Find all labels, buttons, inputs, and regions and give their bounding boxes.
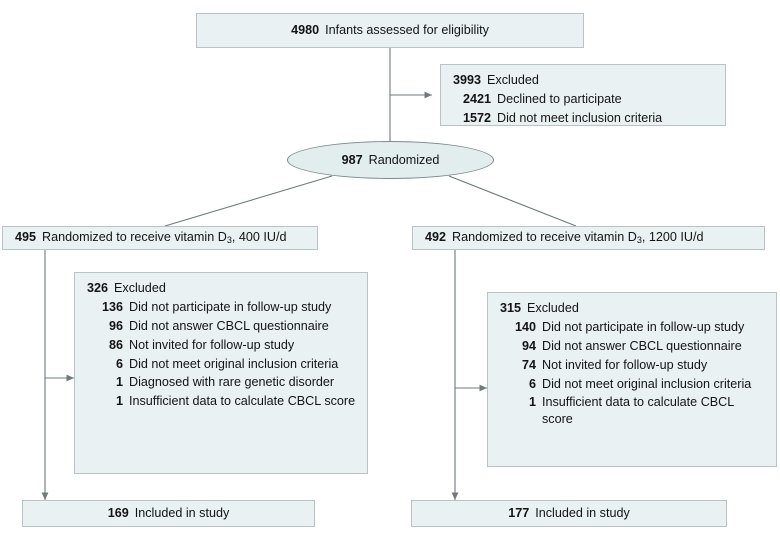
connector-randomized-to-arm2 <box>448 175 577 227</box>
list-item: 136 Did not participate in follow-up stu… <box>87 299 357 316</box>
arm1-allocation-row: 495 Randomized to receive vitamin D3, 40… <box>15 229 286 246</box>
reason-count: 1 <box>528 395 536 410</box>
arm1-excluded-count: 326 <box>87 281 109 295</box>
list-item: 74 Not invited for follow-up study <box>500 357 766 374</box>
list-item: 86 Not invited for follow-up study <box>87 337 357 354</box>
reason-label: Did not participate in follow-up study <box>129 299 332 314</box>
list-item: 1 Insufficient data to calculate CBCL sc… <box>500 394 766 428</box>
reason-label: Insufficient data to calculate CBCL scor… <box>129 394 356 409</box>
enrollment-excluded-reasons: 2421 Declined to participate 1572 Did no… <box>453 91 715 127</box>
arm1-included-count: 169 <box>107 506 129 521</box>
box-assessed-for-eligibility: 4980 Infants assessed for eligibility <box>196 13 584 48</box>
arm2-allocation-row: 492 Randomized to receive vitamin D3, 12… <box>425 229 703 246</box>
enrollment-excluded-head: 3993 Excluded <box>453 72 715 89</box>
assessed-count: 4980 <box>291 23 320 38</box>
arm2-excluded-label: Excluded <box>527 301 579 315</box>
reason-count: 2421 <box>462 91 491 106</box>
reason-label: Did not answer CBCL questionnaire <box>542 338 742 353</box>
reason-label: Declined to participate <box>497 91 622 106</box>
reason-label: Did not participate in follow-up study <box>542 319 745 334</box>
reason-count: 74 <box>521 357 536 372</box>
arm1-allocation-label-post: , 400 IU/d <box>231 230 287 245</box>
list-item: 6 Did not meet original inclusion criter… <box>500 376 766 393</box>
reason-count: 6 <box>115 356 123 371</box>
randomized-count: 987 <box>341 153 363 167</box>
box-enrollment-excluded: 3993 Excluded 2421 Declined to participa… <box>440 64 726 126</box>
reason-label: Insufficient data to calculate CBCL scor… <box>542 395 734 427</box>
reason-count: 96 <box>108 318 123 333</box>
arm2-included-row: 177 Included in study <box>508 505 630 522</box>
arm1-excluded-head: 326 Excluded <box>87 280 357 297</box>
arm2-included-count: 177 <box>508 506 530 521</box>
arm2-allocation-label-post: , 1200 IU/d <box>641 230 704 245</box>
arm2-included-label: Included in study <box>535 506 630 521</box>
reason-count: 94 <box>521 338 536 353</box>
list-item: 96 Did not answer CBCL questionnaire <box>87 318 357 335</box>
box-arm2-allocation: 492 Randomized to receive vitamin D3, 12… <box>412 226 765 250</box>
reason-label: Did not meet original inclusion criteria <box>129 356 339 371</box>
list-item: 1 Diagnosed with rare genetic disorder <box>87 374 357 391</box>
list-item: 94 Did not answer CBCL questionnaire <box>500 338 766 355</box>
reason-count: 1 <box>115 375 123 390</box>
enrollment-excluded-label: Excluded <box>487 73 539 87</box>
enrollment-excluded-count: 3993 <box>453 73 482 87</box>
ellipse-randomized: 987 Randomized <box>287 141 494 179</box>
box-arm1-included: 169 Included in study <box>22 500 315 527</box>
arm1-included-row: 169 Included in study <box>108 505 230 522</box>
list-item: 2421 Declined to participate <box>453 91 715 108</box>
reason-label: Not invited for follow-up study <box>129 337 295 352</box>
arm2-allocation-count: 492 <box>425 230 447 245</box>
randomized-title-row: 987 Randomized <box>342 153 440 167</box>
list-item: 1 Insufficient data to calculate CBCL sc… <box>87 393 357 410</box>
box-arm1-excluded: 326 Excluded 136 Did not participate in … <box>74 272 368 474</box>
arm2-excluded-reasons: 140 Did not participate in follow-up stu… <box>500 319 766 428</box>
reason-label: Did not answer CBCL questionnaire <box>129 318 329 333</box>
reason-count: 6 <box>528 376 536 391</box>
list-item: 1572 Did not meet inclusion criteria <box>453 110 715 127</box>
reason-count: 140 <box>514 319 536 334</box>
reason-count: 136 <box>101 299 123 314</box>
reason-label: Did not meet inclusion criteria <box>497 110 663 125</box>
list-item: 140 Did not participate in follow-up stu… <box>500 319 766 336</box>
box-arm1-allocation: 495 Randomized to receive vitamin D3, 40… <box>2 226 318 250</box>
reason-label: Diagnosed with rare genetic disorder <box>129 375 335 390</box>
connector-randomized-to-arm1 <box>164 175 333 227</box>
randomized-label: Randomized <box>368 153 440 167</box>
arm1-excluded-label: Excluded <box>114 281 166 295</box>
assessed-label: Infants assessed for eligibility <box>325 23 489 38</box>
arm1-allocation-label-pre: Randomized to receive vitamin D <box>42 230 227 245</box>
arm1-excluded-reasons: 136 Did not participate in follow-up stu… <box>87 299 357 410</box>
arm1-allocation-count: 495 <box>15 230 37 245</box>
reason-label: Not invited for follow-up study <box>542 357 708 372</box>
reason-count: 1 <box>115 394 123 409</box>
arm1-included-label: Included in study <box>134 506 230 521</box>
reason-count: 86 <box>108 337 123 352</box>
reason-label: Did not meet original inclusion criteria <box>542 376 752 391</box>
arm1-allocation-label: Randomized to receive vitamin D3, 400 IU… <box>42 229 286 246</box>
box-arm2-excluded: 315 Excluded 140 Did not participate in … <box>487 292 777 467</box>
reason-count: 1572 <box>462 110 491 125</box>
arm1-allocation-label-sub: 3 <box>226 235 232 246</box>
list-item: 6 Did not meet original inclusion criter… <box>87 356 357 373</box>
assessed-title-row: 4980 Infants assessed for eligibility <box>291 22 489 39</box>
box-arm2-included: 177 Included in study <box>411 500 727 527</box>
arm2-allocation-label-sub: 3 <box>636 235 642 246</box>
arm2-allocation-label-pre: Randomized to receive vitamin D <box>452 230 637 245</box>
arm2-excluded-count: 315 <box>500 301 522 315</box>
arm2-excluded-head: 315 Excluded <box>500 300 766 317</box>
arm2-allocation-label: Randomized to receive vitamin D3, 1200 I… <box>452 229 703 246</box>
